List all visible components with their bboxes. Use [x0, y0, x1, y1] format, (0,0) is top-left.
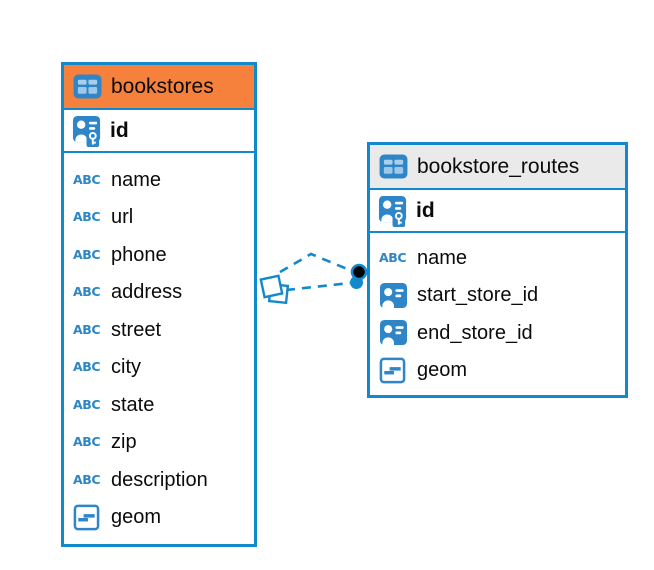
column-name: id — [416, 199, 435, 222]
column-row[interactable]: end_store_id — [370, 314, 625, 352]
table-title: bookstores — [111, 75, 214, 98]
one-end-dot-back[interactable] — [350, 276, 363, 289]
foreign-key-user-icon — [379, 282, 409, 309]
column-name: zip — [111, 431, 137, 454]
column-row-id[interactable]: id — [370, 190, 625, 233]
text-type-icon: ABC — [73, 209, 101, 224]
column-name: address — [111, 281, 183, 304]
column-list: ABC name ABC url ABC phone ABC address A… — [64, 153, 254, 544]
column-name: city — [111, 356, 141, 379]
column-name: state — [111, 393, 155, 416]
column-name: id — [110, 119, 129, 142]
column-row[interactable]: ABC phone — [64, 236, 254, 274]
foreign-key-user-icon — [379, 319, 409, 346]
primary-key-user-icon — [378, 194, 409, 227]
column-name: description — [111, 468, 208, 491]
column-row[interactable]: start_store_id — [370, 277, 625, 315]
column-row[interactable]: ABC state — [64, 386, 254, 424]
text-type-icon: ABC — [73, 246, 101, 262]
column-list: ABC name start_store_id — [370, 233, 625, 395]
column-row-id[interactable]: id — [64, 110, 254, 153]
relationship-line-lower[interactable] — [285, 281, 351, 292]
column-name: name — [417, 246, 468, 269]
geometry-type-icon — [73, 504, 103, 531]
table-icon — [379, 154, 409, 179]
column-row[interactable]: ABC description — [64, 461, 254, 499]
column-row[interactable]: ABC address — [64, 274, 254, 312]
column-row[interactable]: ABC zip — [64, 424, 254, 462]
text-type-icon: ABC — [73, 471, 101, 487]
column-name: start_store_id — [417, 284, 539, 307]
table-bookstore-routes[interactable]: bookstore_routes id ABC — [367, 142, 628, 398]
column-name: url — [111, 206, 134, 229]
table-title: bookstore_routes — [417, 155, 580, 178]
many-end-diamond-front[interactable] — [259, 274, 284, 299]
column-row[interactable]: ABC name — [64, 161, 254, 199]
column-row[interactable]: geom — [370, 352, 625, 390]
text-type-icon: ABC — [73, 321, 101, 337]
column-name: phone — [111, 243, 167, 266]
table-header[interactable]: bookstore_routes — [370, 145, 625, 190]
text-type-icon: ABC — [379, 249, 407, 265]
many-end-diamond-back[interactable] — [267, 282, 290, 305]
column-name: name — [111, 168, 162, 191]
primary-key-user-icon — [72, 114, 103, 147]
column-row[interactable]: ABC city — [64, 349, 254, 387]
column-name: geom — [111, 506, 162, 529]
text-type-icon: ABC — [73, 359, 101, 374]
relationship-line-upper[interactable] — [279, 252, 353, 274]
column-row[interactable]: ABC street — [64, 311, 254, 349]
table-icon — [73, 74, 103, 99]
text-type-icon: ABC — [73, 284, 101, 299]
column-row[interactable]: geom — [64, 499, 254, 537]
column-name: end_store_id — [417, 321, 533, 344]
text-type-icon: ABC — [73, 434, 101, 449]
one-end-dot-front[interactable] — [350, 263, 368, 281]
geometry-type-icon — [379, 357, 409, 384]
table-bookstores[interactable]: bookstores id ABC — [61, 62, 257, 547]
column-row[interactable]: ABC name — [370, 239, 625, 277]
text-type-icon: ABC — [73, 396, 101, 412]
column-name: geom — [417, 359, 468, 382]
column-name: street — [111, 318, 162, 341]
column-row[interactable]: ABC url — [64, 199, 254, 237]
text-type-icon: ABC — [73, 171, 101, 187]
table-header[interactable]: bookstores — [64, 65, 254, 110]
